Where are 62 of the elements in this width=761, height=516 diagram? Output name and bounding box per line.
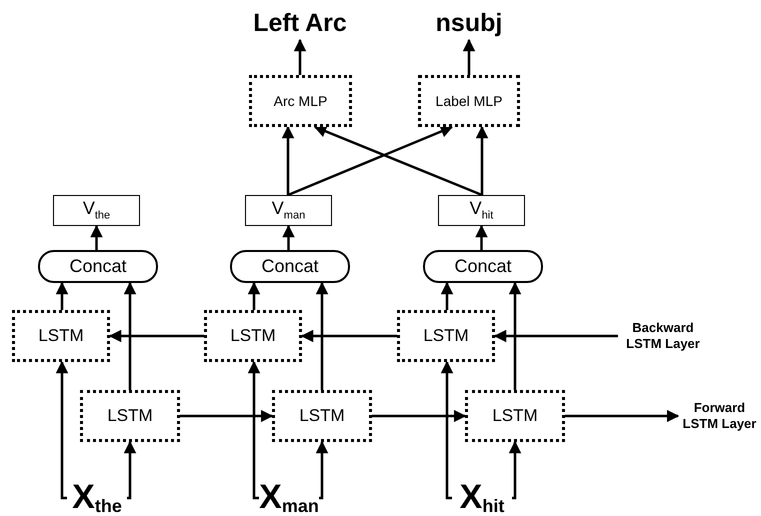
arrow	[475, 224, 488, 250]
concat-box	[38, 250, 158, 283]
arrow	[316, 282, 328, 390]
box-label: LSTM	[492, 406, 538, 426]
output-label: Left Arc	[253, 8, 347, 38]
box-label: V$_{the}$	[82, 198, 110, 223]
arrow	[462, 38, 476, 75]
input-token: X$_{hit}$	[460, 478, 504, 516]
mlp-box	[249, 75, 352, 127]
box-label: V$_{man}$	[272, 198, 306, 223]
arrow	[108, 330, 204, 342]
arrow	[508, 440, 522, 500]
arrow	[56, 360, 68, 500]
arrow	[372, 410, 466, 422]
concat-box	[423, 250, 543, 283]
arrow	[248, 360, 260, 500]
mlp-box	[418, 75, 520, 127]
arrow	[440, 360, 454, 500]
arrow	[282, 224, 295, 250]
arrow	[294, 38, 306, 75]
box-label: LSTM	[107, 406, 153, 426]
arrow	[565, 410, 680, 422]
vector-box	[438, 195, 525, 226]
lstm-box	[397, 310, 495, 362]
output-label: nsubj	[436, 8, 502, 38]
lstm-box	[12, 310, 110, 362]
input-token: X$_{the}$	[72, 478, 122, 516]
arrow	[180, 410, 274, 422]
layer-label: Forward LSTM Layer	[682, 400, 758, 432]
box-label: Label MLP	[436, 92, 502, 110]
concat-box	[230, 250, 350, 283]
lstm-box	[465, 390, 565, 442]
arrow	[494, 330, 618, 342]
arrow	[124, 282, 136, 390]
box-label: Arc MLP	[274, 92, 328, 110]
box-label: LSTM	[230, 326, 276, 346]
box-label: Concat	[454, 256, 512, 277]
arrow	[90, 224, 103, 250]
arrow	[314, 125, 482, 196]
arrow	[300, 330, 397, 342]
lstm-box	[272, 390, 372, 442]
box-label: LSTM	[423, 326, 469, 346]
layer-label: Backward LSTM Layer	[625, 320, 701, 352]
box-label: Concat	[69, 256, 127, 277]
box-label: V$_{hit}$	[470, 198, 494, 223]
arrow	[476, 126, 488, 195]
vector-box	[53, 195, 140, 226]
arrow	[508, 282, 522, 390]
arrow	[440, 282, 454, 310]
lstm-box	[80, 390, 180, 442]
box-label: Concat	[261, 256, 319, 277]
box-label: LSTM	[38, 326, 84, 346]
arrow	[56, 282, 68, 310]
lstm-box	[204, 310, 302, 362]
arrow	[248, 282, 260, 310]
arrow	[124, 440, 136, 500]
vector-box	[245, 195, 332, 226]
box-label: LSTM	[299, 406, 345, 426]
arrow	[288, 126, 454, 196]
arrow	[316, 440, 328, 500]
arrow	[282, 126, 294, 195]
input-token: X$_{man}$	[259, 478, 319, 516]
